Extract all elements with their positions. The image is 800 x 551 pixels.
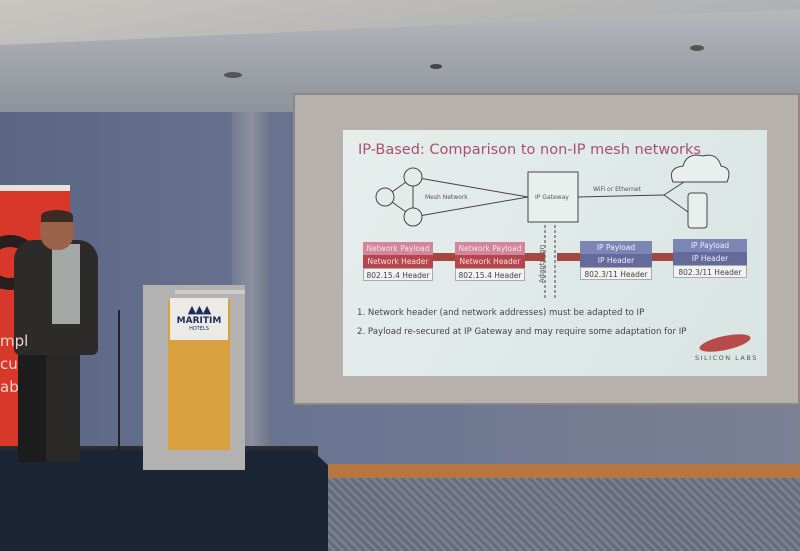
mesh-to-gateway-link [412, 196, 529, 218]
phone-icon [687, 192, 708, 229]
wifi-link-branch [663, 194, 689, 213]
payload: IP Payload [580, 241, 652, 254]
podium-rail [175, 290, 245, 294]
wifi-ethernet-label: WiFi or Ethernet [593, 186, 641, 193]
header: IP Header [580, 254, 652, 267]
header: Network Header [363, 255, 433, 268]
banner-top [0, 185, 70, 191]
network-diagram [375, 154, 730, 300]
header: Network Header [455, 255, 525, 268]
podium-brand: MARITIM [176, 316, 222, 326]
baseboard [320, 464, 800, 479]
carpet-floor [320, 478, 800, 551]
mesh-to-gateway-link [412, 176, 529, 198]
packet: Network Payload Network Header 802.15.4 … [363, 242, 433, 281]
packet: IP Payload IP Header 802.3/11 Header [580, 241, 652, 280]
speaker-hair [41, 210, 73, 222]
header: IP Header [673, 252, 747, 265]
wifi-link [577, 194, 665, 198]
l2-header: 802.15.4 Header [363, 268, 433, 281]
arrow [557, 253, 581, 261]
arrow [525, 253, 545, 261]
ip-gateway-label: IP Gateway [535, 194, 569, 201]
l2-header: 802.3/11 Header [673, 265, 747, 278]
podium-sign: ▲▲▲ MARITIM HOTELS [170, 298, 228, 340]
payload: Network Payload [363, 242, 433, 255]
packet: IP Payload IP Header 802.3/11 Header [673, 239, 747, 278]
slide-title: IP-Based: Comparison to non-IP mesh netw… [358, 142, 701, 158]
ceiling-light [690, 45, 704, 51]
presentation-slide: IP-Based: Comparison to non-IP mesh netw… [343, 130, 767, 376]
cloud-icon [670, 154, 730, 183]
ceiling-light [430, 64, 442, 69]
arrow [431, 253, 457, 261]
bullet-1: 1. Network header (and network addresses… [357, 308, 645, 318]
mesh-node [403, 167, 423, 187]
payload: Network Payload [455, 242, 525, 255]
adaptation-label: Adaptation [538, 244, 547, 284]
arrow [650, 253, 674, 261]
mic-stand [118, 310, 120, 450]
l2-header: 802.15.4 Header [455, 268, 525, 281]
ceiling-light [224, 72, 242, 78]
packet: Network Payload Network Header 802.15.4 … [455, 242, 525, 281]
speaker-shirt [52, 244, 80, 324]
payload: IP Payload [673, 239, 747, 252]
banner-text: mpl cu ab [0, 332, 29, 396]
bullet-2: 2. Payload re-secured at IP Gateway and … [357, 327, 687, 337]
podium-sub: HOTELS [189, 326, 209, 332]
l2-header: 802.3/11 Header [580, 267, 652, 280]
speaker-legs [18, 350, 80, 462]
mesh-node [403, 207, 423, 227]
mesh-node [375, 187, 395, 207]
ip-gateway-box [527, 171, 579, 223]
wifi-link-branch [663, 181, 685, 196]
maritim-logo-icon: ▲▲▲ [187, 303, 211, 316]
mesh-network-label: Mesh Network [425, 194, 468, 201]
silicon-labs-text: SILICON LABS [695, 354, 758, 362]
